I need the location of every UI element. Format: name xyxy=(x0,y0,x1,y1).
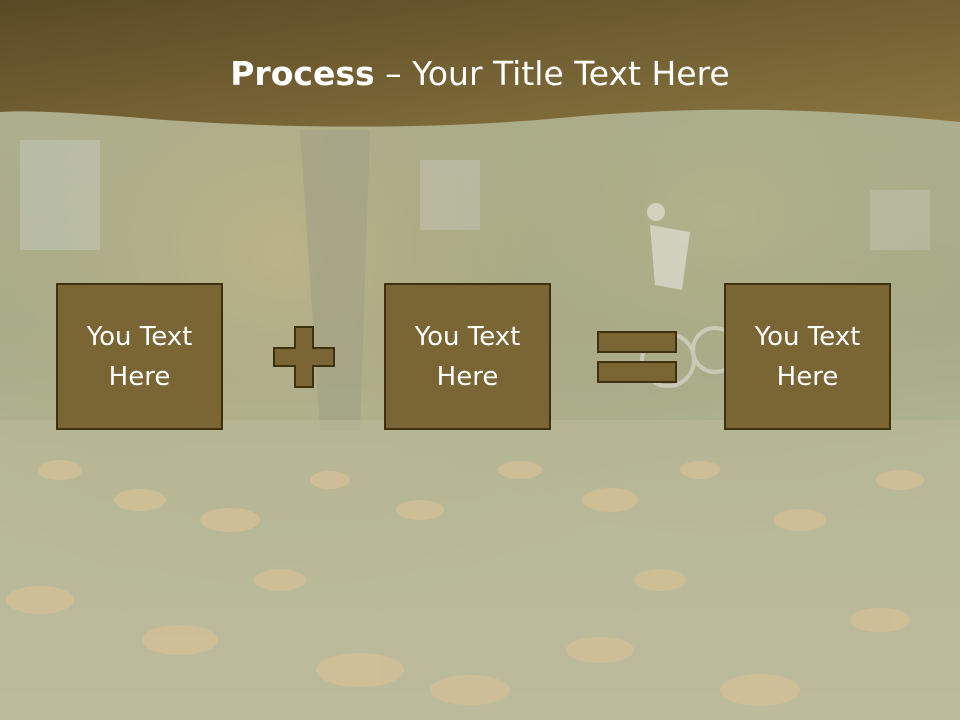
equals-icon xyxy=(597,331,677,383)
process-box-3: You Text Here xyxy=(724,283,891,430)
plus-icon xyxy=(273,326,335,388)
process-box-1-text: You Text Here xyxy=(86,321,193,392)
title-band xyxy=(0,0,960,127)
title-rest: – Your Title Text Here xyxy=(374,54,730,93)
process-box-2-text: You Text Here xyxy=(414,321,521,392)
process-box-3-text: You Text Here xyxy=(754,321,861,392)
process-box-2: You Text Here xyxy=(384,283,551,430)
process-box-1: You Text Here xyxy=(56,283,223,430)
slide-title: Process – Your Title Text Here xyxy=(0,50,960,98)
title-bold: Process xyxy=(230,54,375,93)
